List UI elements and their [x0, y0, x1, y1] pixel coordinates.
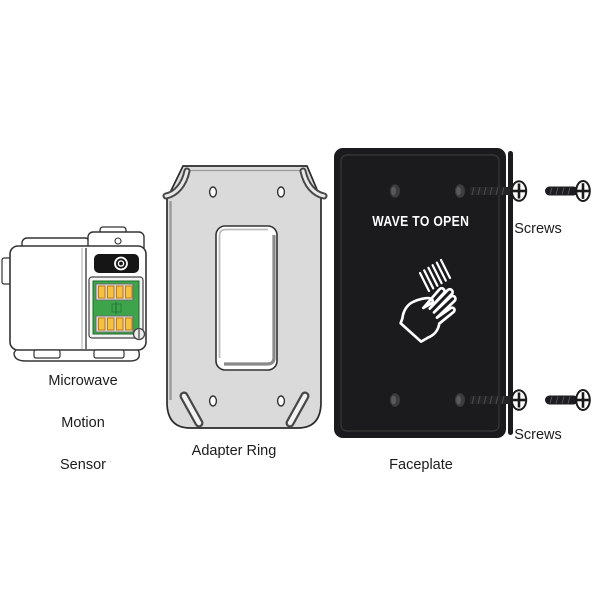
adapter-ring-drawing	[162, 165, 328, 429]
screws-label-top: Screws	[514, 221, 562, 237]
screws-label-bottom: Screws	[514, 427, 562, 443]
ring-hook-notch-top-right	[299, 167, 328, 200]
ring-slot-bottom-left	[179, 391, 204, 428]
ring-hook-notch-top-left	[162, 167, 191, 200]
faceplate-drawing	[334, 148, 513, 438]
faceplate-side-edge	[508, 151, 513, 435]
screw-inserted	[470, 180, 528, 202]
ring-screw-hole	[208, 186, 218, 198]
wave-to-open-text-inner: WAVE TO OPEN	[372, 214, 469, 230]
microwave-motion-sensor-drawing	[1, 226, 147, 362]
faceplate-inner-line	[340, 154, 500, 432]
wave-to-open-text: WAVE TO OPEN	[334, 214, 507, 230]
sensor-label-line1: Microwave	[48, 373, 118, 389]
sensor-lens-icon	[94, 254, 139, 273]
terminal-pads-top	[98, 285, 133, 299]
sensor-label: Microwave Motion Sensor	[23, 371, 143, 476]
pcb-connector	[111, 303, 122, 313]
sensor-label-line3: Sensor	[60, 457, 106, 474]
ring-opening-bevel-light	[218, 228, 268, 358]
motion-lines-icon	[418, 258, 452, 293]
terminal-pads-bottom	[98, 317, 133, 331]
faceplate-plate	[334, 148, 506, 438]
sensor-foot	[33, 349, 61, 359]
sensor-lens-dot	[117, 260, 125, 267]
adapter-ring-label: Adapter Ring	[191, 443, 277, 459]
ring-screw-hole	[276, 395, 286, 407]
screw-free	[545, 180, 591, 202]
sensor-foot	[93, 349, 125, 359]
wave-hand-icon	[399, 286, 457, 343]
ring-screw-hole	[276, 186, 286, 198]
ring-slot-bottom-right	[285, 391, 310, 428]
screw-row-top	[470, 180, 591, 202]
ring-screw-hole	[208, 395, 218, 407]
faceplate-label: Faceplate	[389, 457, 453, 473]
sensor-cap-detail	[114, 237, 122, 245]
sensor-lens-ring	[114, 256, 128, 271]
sensor-label-line2: Motion	[61, 415, 105, 432]
faceplate-screw-holes	[390, 184, 465, 407]
ring-center-opening	[215, 225, 278, 371]
ring-opening-bevel-dark	[224, 235, 276, 366]
